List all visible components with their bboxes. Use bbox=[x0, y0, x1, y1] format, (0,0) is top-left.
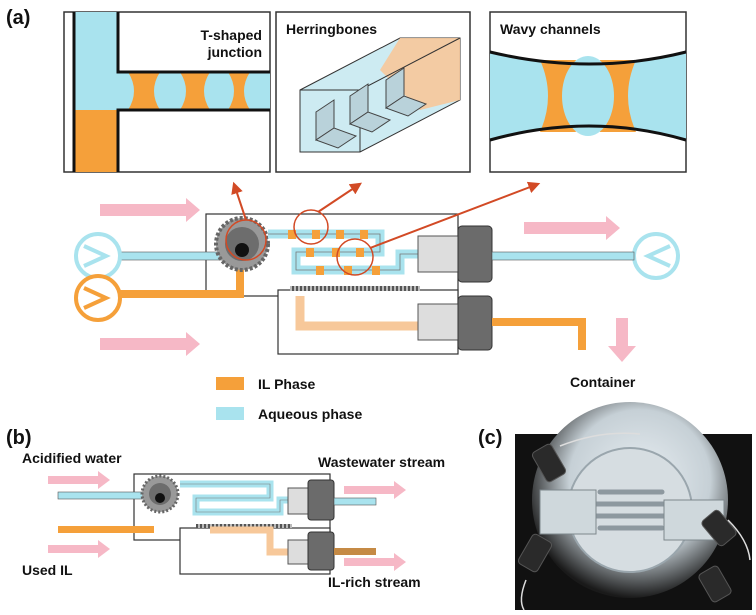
label-wastewater-stream: Wastewater stream bbox=[318, 454, 445, 470]
device-photo bbox=[515, 402, 752, 611]
legend-swatch-aqueous bbox=[216, 407, 244, 420]
panel-a-letter: (a) bbox=[6, 7, 30, 29]
inset-title-herringbones: Herringbones bbox=[286, 21, 377, 37]
legend-label-il: IL Phase bbox=[258, 376, 316, 392]
pink-flow-arrows bbox=[100, 198, 636, 362]
zoom-pointer-arrows bbox=[231, 181, 541, 249]
inset-t-junction: T-shaped junction bbox=[63, 11, 271, 173]
inset-title-wavy: Wavy channels bbox=[500, 21, 601, 37]
container-label: Container bbox=[570, 374, 636, 390]
panel-b-letter: (b) bbox=[6, 427, 32, 449]
inset-herringbones: Herringbones bbox=[275, 11, 471, 173]
inset-title-t-junction-2: junction bbox=[207, 44, 262, 60]
legend-swatch-il bbox=[216, 377, 244, 390]
legend: IL Phase Aqueous phase bbox=[216, 376, 362, 422]
legend-label-aqueous: Aqueous phase bbox=[258, 406, 362, 422]
inset-title-t-junction-1: T-shaped bbox=[201, 27, 262, 43]
label-used-il: Used IL bbox=[22, 562, 73, 578]
device-a bbox=[74, 181, 680, 362]
panel-c-letter: (c) bbox=[478, 427, 502, 449]
inset-wavy-channels: Wavy channels bbox=[489, 11, 687, 173]
label-il-rich-stream: IL-rich stream bbox=[328, 574, 421, 590]
device-b bbox=[48, 471, 406, 575]
label-acidified-water: Acidified water bbox=[22, 450, 122, 466]
